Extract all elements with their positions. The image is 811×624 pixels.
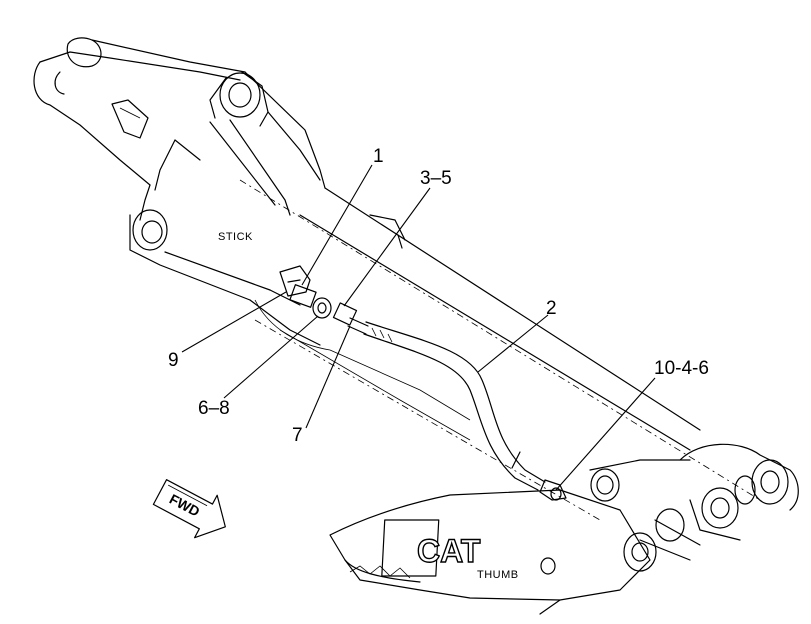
callout-3-5: 3–5 — [420, 168, 452, 189]
callout-1: 1 — [373, 146, 384, 167]
callout-9: 9 — [168, 350, 179, 371]
fwd-label: FWD — [167, 491, 203, 520]
callout-10-4-6: 10-4-6 — [654, 358, 709, 379]
stick-label: STICK — [218, 231, 253, 243]
leader-10-4-6 — [555, 377, 656, 491]
thumb-linkage: CAT — [329, 443, 799, 615]
leader-9 — [181, 291, 287, 353]
hose-assembly — [279, 265, 567, 501]
callout-6-8: 6–8 — [198, 398, 230, 419]
leader-6-8 — [223, 315, 319, 399]
leader-1 — [301, 164, 373, 286]
stick-arm — [33, 37, 761, 521]
forward-arrow-icon: FWD — [152, 479, 226, 539]
leader-3-5 — [343, 187, 431, 307]
leader-7 — [305, 325, 351, 429]
callout-2: 2 — [546, 298, 557, 319]
leader-2 — [477, 314, 549, 373]
callout-7: 7 — [292, 425, 303, 446]
cat-logo: CAT — [417, 533, 481, 569]
thumb-label: THUMB — [477, 569, 519, 581]
